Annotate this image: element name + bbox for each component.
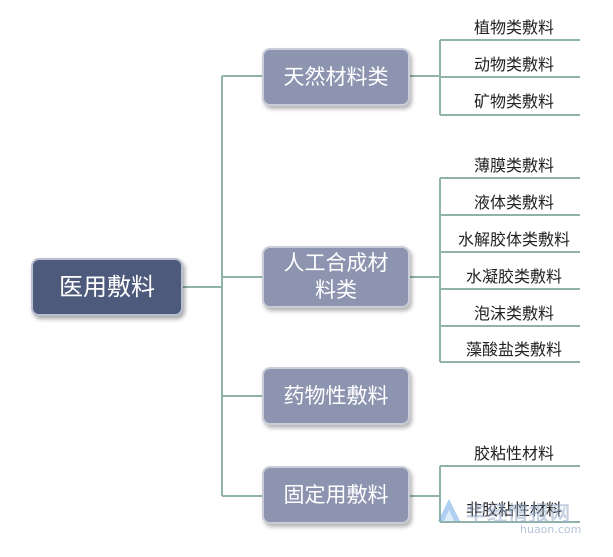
watermark-logo-icon [438,499,460,521]
category-natural: 天然材料类 [262,48,410,106]
category-synthetic: 人工合成材料类 [262,246,410,308]
leaf-item: 薄膜类敷料 [473,156,555,175]
root-label: 医用敷料 [59,273,155,301]
leaf-item: 非胶粘性材料 [465,500,563,519]
category-label: 天然材料类 [283,64,389,89]
leaf-item: 矿物类敷料 [473,92,555,111]
category-label: 人工合成材料类 [283,250,389,302]
leaf-item: 植物类敷料 [473,18,555,37]
category-label: 固定用敷料 [283,482,389,507]
root-node: 医用敷料 [31,258,183,316]
category-fixation: 固定用敷料 [262,466,410,524]
watermark-en: huaon.com [520,523,582,536]
watermark: 华经情报网 huaon.com [436,497,596,541]
leaf-item: 水解胶体类敷料 [457,230,571,249]
leaf-item: 水凝胶类敷料 [465,267,563,286]
category-label: 药物性敷料 [283,383,389,408]
leaf-item: 液体类敷料 [473,193,555,212]
category-medicated: 药物性敷料 [262,367,410,425]
leaf-item: 藻酸盐类敷料 [465,340,563,359]
leaf-item: 泡沫类敷料 [473,304,555,323]
leaf-item: 动物类敷料 [473,55,555,74]
watermark-cn: 华经情报网 [466,501,571,525]
leaf-item: 胶粘性材料 [473,444,555,463]
